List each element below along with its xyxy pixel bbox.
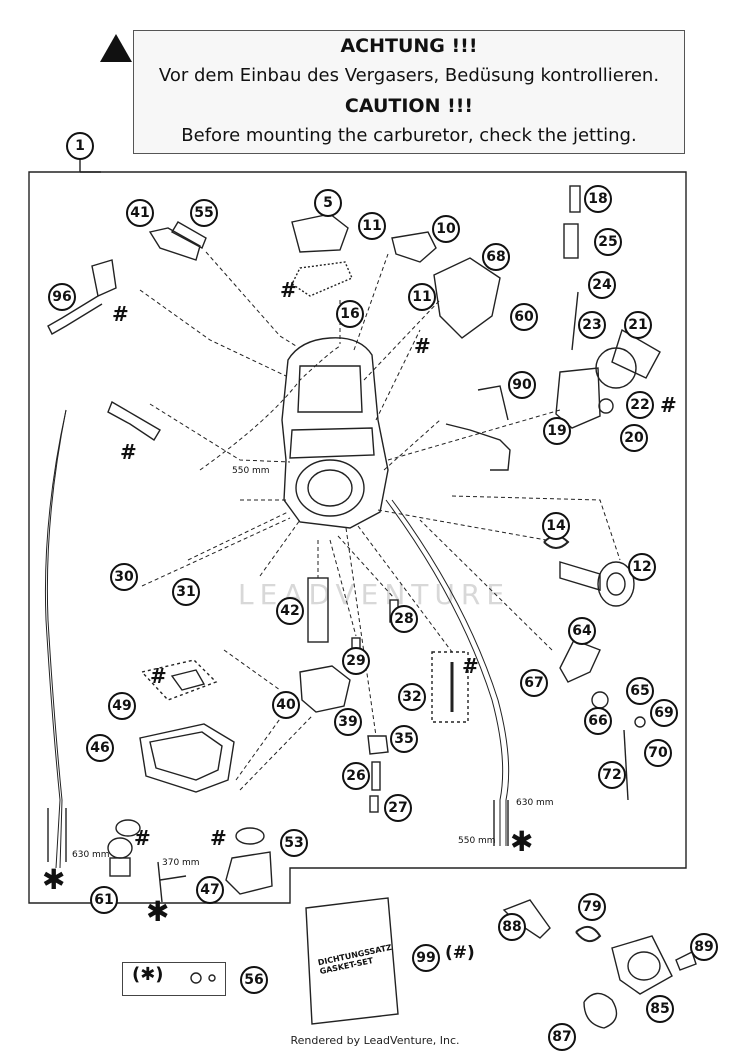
caution-heading-en: CAUTION !!! [344, 95, 474, 117]
kit-marker-star: ✱ [146, 895, 170, 928]
callout-10: 10 [432, 215, 460, 243]
callout-67: 67 [520, 669, 548, 697]
callout-41: 41 [126, 199, 154, 227]
callout-19: 19 [543, 417, 571, 445]
callout-22: 22 [626, 391, 654, 419]
callout-29: 29 [342, 647, 370, 675]
callout-20: 20 [620, 424, 648, 452]
callout-28: 28 [390, 605, 418, 633]
callout-64: 64 [568, 617, 596, 645]
gasket-marker: # [150, 664, 167, 688]
caution-text-en: Before mounting the carburetor, check th… [181, 125, 637, 146]
callout-42: 42 [276, 597, 304, 625]
warning-triangle-icon [100, 34, 132, 62]
gasket-marker: # [120, 440, 137, 464]
callout-99: 99 [412, 944, 440, 972]
callout-69: 69 [650, 699, 678, 727]
callout-87: 87 [548, 1023, 576, 1051]
callout-23: 23 [578, 311, 606, 339]
kit-marker-star: ✱ [42, 863, 66, 896]
callout-39: 39 [334, 708, 362, 736]
callout-14: 14 [542, 512, 570, 540]
callout-1: 1 [66, 132, 94, 160]
callout-11: 11 [358, 212, 386, 240]
callout-12: 12 [628, 553, 656, 581]
callout-27: 27 [384, 794, 412, 822]
gasket-reference: (#) [445, 943, 475, 963]
caution-banner: ACHTUNG !!! Vor dem Einbau des Vergasers… [133, 30, 685, 154]
callout-25: 25 [594, 228, 622, 256]
callout-32: 32 [398, 683, 426, 711]
dimension-630mm: 630 mm [516, 798, 554, 808]
gasket-marker: # [414, 334, 431, 358]
callout-49: 49 [108, 692, 136, 720]
callout-68: 68 [482, 243, 510, 271]
assembly-frame [28, 171, 687, 904]
caution-heading-de: ACHTUNG !!! [340, 35, 478, 57]
callout-96: 96 [48, 283, 76, 311]
callout-26: 26 [342, 762, 370, 790]
gasket-marker: # [134, 826, 151, 850]
gasket-marker: # [210, 826, 227, 850]
dimension-550mm: 550 mm [232, 466, 270, 476]
kit-label: (✱) [132, 964, 164, 985]
dimension-630mm: 630 mm [72, 850, 110, 860]
callout-90: 90 [508, 371, 536, 399]
callout-47: 47 [196, 876, 224, 904]
gasket-marker: # [462, 654, 479, 678]
gasket-marker: # [112, 302, 129, 326]
gasket-marker: # [660, 393, 677, 417]
kit-marker-star: ✱ [510, 825, 534, 858]
callout-56: 56 [240, 966, 268, 994]
callout-61: 61 [90, 886, 118, 914]
callout-65: 65 [626, 677, 654, 705]
callout-60: 60 [510, 303, 538, 331]
callout-24: 24 [588, 271, 616, 299]
dimension-550mm: 550 mm [458, 836, 496, 846]
gasket-marker: # [280, 278, 297, 302]
callout-11: 11 [408, 283, 436, 311]
kit-box [122, 962, 226, 996]
callout-53: 53 [280, 829, 308, 857]
callout-72: 72 [598, 761, 626, 789]
callout-40: 40 [272, 691, 300, 719]
dimension-370mm: 370 mm [162, 858, 200, 868]
callout-21: 21 [624, 311, 652, 339]
callout-30: 30 [110, 563, 138, 591]
callout-46: 46 [86, 734, 114, 762]
callout-16: 16 [336, 300, 364, 328]
footer-credit: Rendered by LeadVenture, Inc. [290, 1034, 460, 1047]
callout-31: 31 [172, 578, 200, 606]
callout-66: 66 [584, 707, 612, 735]
callout-35: 35 [390, 725, 418, 753]
callout-18: 18 [584, 185, 612, 213]
callout-85: 85 [646, 995, 674, 1023]
carburetor-body [281, 337, 389, 529]
callout-88: 88 [498, 913, 526, 941]
callout-70: 70 [644, 739, 672, 767]
callout-55: 55 [190, 199, 218, 227]
caution-text-de: Vor dem Einbau des Vergasers, Bedüsung k… [158, 65, 660, 86]
callout-79: 79 [578, 893, 606, 921]
callout-89: 89 [690, 933, 718, 961]
callout-5: 5 [314, 189, 342, 217]
